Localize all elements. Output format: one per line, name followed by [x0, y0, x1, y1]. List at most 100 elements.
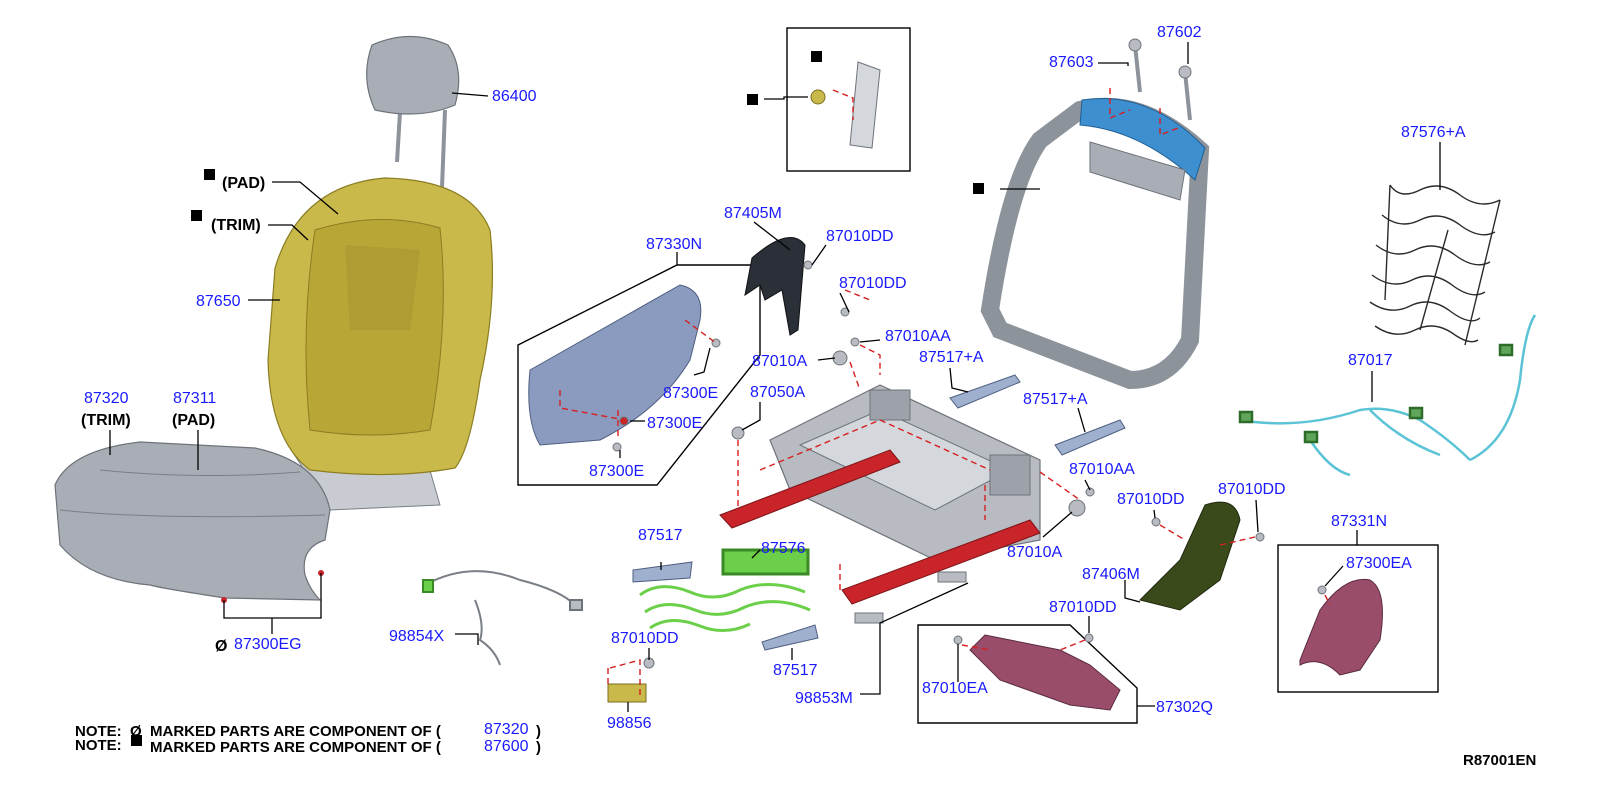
note-close-1: ) [536, 723, 541, 740]
label-87517a-2[interactable]: 87517+A [1023, 391, 1088, 408]
inset-insert-part[interactable] [849, 61, 881, 149]
note-label-2: NOTE: [75, 737, 122, 754]
plate-87517-left[interactable] [632, 561, 693, 583]
label-87650[interactable]: 87650 [196, 293, 241, 310]
label-87300e-2[interactable]: 87300E [647, 415, 702, 432]
clip-87300e-b[interactable] [619, 416, 629, 426]
clip-98853m-upper[interactable] [937, 571, 967, 583]
plate-87517a-upper[interactable] [949, 374, 1021, 409]
note-text-2: MARKED PARTS ARE COMPONENT OF ( [150, 739, 441, 756]
bolt-87602[interactable] [1178, 65, 1192, 121]
component-markers [131, 51, 984, 746]
label-87517-1[interactable]: 87517 [638, 527, 683, 544]
bolt-87010aa-upper[interactable] [850, 337, 860, 347]
seat-rail-left-part[interactable] [719, 449, 901, 529]
label-87576[interactable]: 87576 [761, 540, 806, 557]
label-87010dd-3[interactable]: 87010DD [611, 630, 679, 647]
label-87320[interactable]: 87320 [84, 390, 129, 407]
label-87603[interactable]: 87603 [1049, 54, 1094, 71]
bracket-87406m-part[interactable] [1139, 501, 1241, 611]
bolt-87010a-lower[interactable] [1068, 499, 1086, 517]
bolt-87010a-upper[interactable] [832, 350, 848, 366]
label-87311[interactable]: 87311 [173, 390, 216, 407]
label-87017[interactable]: 87017 [1348, 352, 1393, 369]
label-87602[interactable]: 87602 [1157, 24, 1202, 41]
cushion-springs-87576[interactable] [639, 548, 811, 632]
seat-back-part[interactable] [267, 177, 494, 511]
label-87010aa-1[interactable]: 87010AA [885, 328, 951, 345]
label-trim-top: (TRIM) [211, 217, 261, 234]
bolt-87010aa-lower[interactable] [1085, 487, 1095, 497]
cover-87331n-part[interactable] [1299, 578, 1383, 676]
seat-back-frame-part[interactable] [980, 97, 1210, 390]
label-87010a-1[interactable]: 87010A [752, 353, 807, 370]
label-87050a[interactable]: 87050A [750, 384, 805, 401]
label-87010dd-4[interactable]: 87010DD [1049, 599, 1117, 616]
marker-square-inset-left [747, 94, 758, 105]
pan-87302q-part[interactable] [969, 634, 1121, 711]
seat-rail-right-part[interactable] [841, 519, 1041, 605]
note-part-1[interactable]: 87320 [484, 721, 529, 738]
label-trim-cushion: (TRIM) [81, 412, 131, 429]
bolt-87050a[interactable] [731, 426, 745, 440]
seat-frame-part[interactable] [769, 384, 1041, 561]
label-87300e-1[interactable]: 87300E [663, 385, 718, 402]
label-87517-2[interactable]: 87517 [773, 662, 818, 679]
note-symbol-1: Ø [130, 723, 142, 740]
label-98853m[interactable]: 98853M [795, 690, 853, 707]
label-87576a[interactable]: 87576+A [1401, 124, 1466, 141]
plate-87517-right[interactable] [761, 624, 819, 651]
label-87300e-3[interactable]: 87300E [589, 463, 644, 480]
label-98854x[interactable]: 98854X [389, 628, 444, 645]
bolt-87010dd-f[interactable] [1255, 532, 1265, 542]
label-87517a-1[interactable]: 87517+A [919, 349, 984, 366]
bolt-87010dd-e[interactable] [1151, 517, 1161, 527]
label-87405m[interactable]: 87405M [724, 205, 782, 222]
clip-87300e-c[interactable] [612, 442, 622, 452]
headrest-part[interactable] [366, 36, 460, 189]
label-87010dd-6[interactable]: 87010DD [1218, 481, 1286, 498]
side-cover-87330n-part[interactable] [528, 284, 702, 446]
seat-cushion-part[interactable] [54, 441, 331, 601]
harness-87017[interactable] [1238, 314, 1537, 477]
label-87010ea[interactable]: 87010EA [922, 680, 988, 697]
bracket-87405m-part[interactable] [744, 237, 806, 336]
label-87010dd-2[interactable]: 87010DD [839, 275, 907, 292]
plate-87517a-lower[interactable] [1054, 419, 1126, 456]
bolt-87010ea[interactable] [953, 635, 963, 645]
harness-98854x[interactable] [422, 570, 583, 666]
callout-box-inset [786, 27, 911, 172]
label-87406m[interactable]: 87406M [1082, 566, 1140, 583]
clip-87300ea[interactable] [1317, 585, 1327, 595]
note-close-2: ) [536, 739, 541, 756]
label-87010dd-1[interactable]: 87010DD [826, 228, 894, 245]
note-label-1: NOTE: [75, 723, 122, 740]
bolt-87010dd-a[interactable] [803, 260, 813, 270]
marker-square-pad [204, 169, 215, 180]
assembly-dashed-lines [559, 88, 1331, 695]
label-87300eg[interactable]: 87300EG [234, 636, 302, 653]
notes-block: NOTE: Ø MARKED PARTS ARE COMPONENT OF ( … [75, 721, 541, 756]
label-pad-cushion: (PAD) [172, 412, 215, 429]
label-87010dd-5[interactable]: 87010DD [1117, 491, 1185, 508]
module-98856-part[interactable] [607, 683, 647, 703]
callout-box-87331n [1277, 544, 1439, 693]
label-98856[interactable]: 98856 [607, 715, 652, 732]
label-87330n[interactable]: 87330N [646, 236, 702, 253]
bolt-87603[interactable] [1128, 38, 1142, 93]
clip-98853m-lower[interactable] [854, 612, 884, 624]
label-87302q[interactable]: 87302Q [1156, 699, 1213, 716]
label-86400[interactable]: 86400 [492, 88, 537, 105]
back-spring-mat-part[interactable] [1369, 184, 1501, 346]
label-87300ea[interactable]: 87300EA [1346, 555, 1412, 572]
label-87010aa-2[interactable]: 87010AA [1069, 461, 1135, 478]
marker-square-trim [191, 210, 202, 221]
leader-lines [109, 42, 1441, 712]
label-87331n[interactable]: 87331N [1331, 513, 1387, 530]
inset-nut-part[interactable] [810, 89, 826, 105]
marker-square-note [131, 735, 142, 746]
note-part-2[interactable]: 87600 [484, 738, 529, 755]
bolt-87010dd-d[interactable] [1084, 633, 1094, 643]
label-87010a-2[interactable]: 87010A [1007, 544, 1062, 561]
